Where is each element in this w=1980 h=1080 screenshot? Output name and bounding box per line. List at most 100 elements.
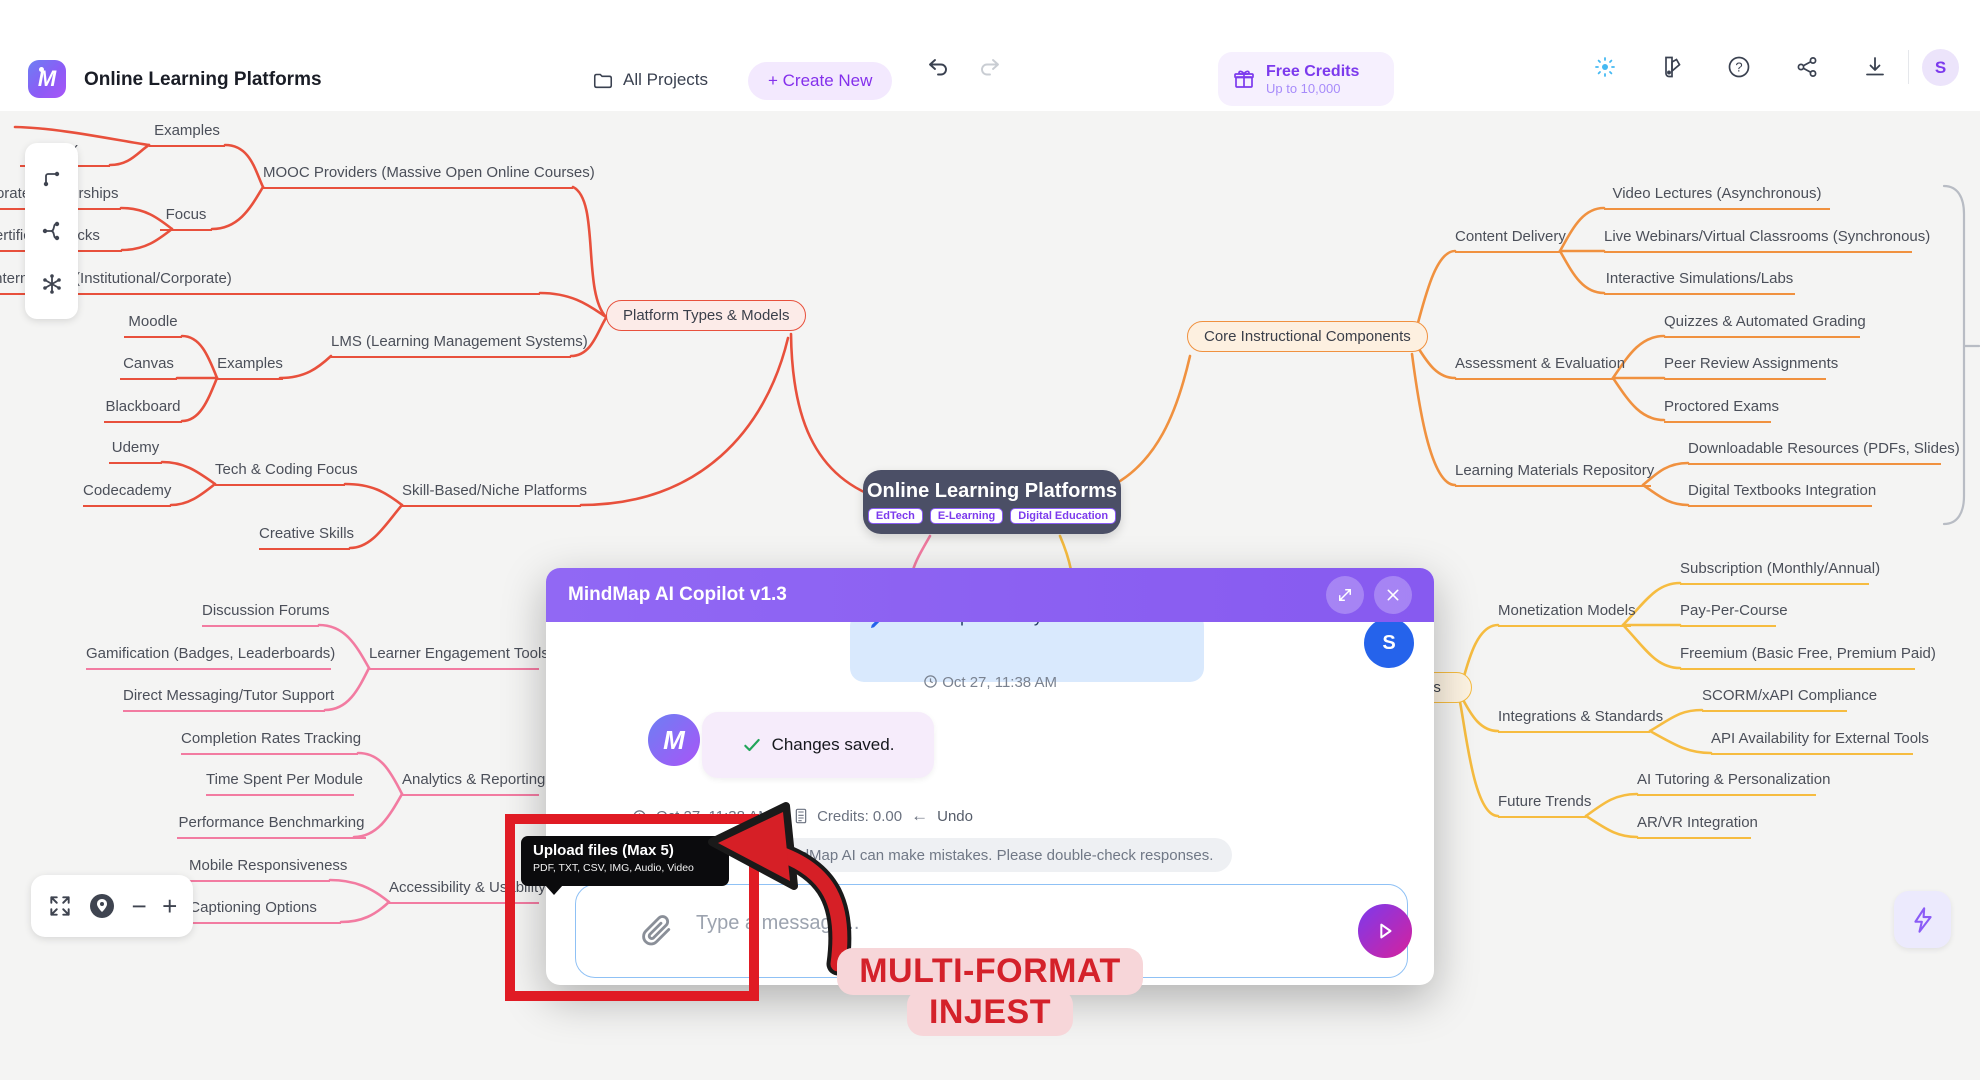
layout-tree-icon[interactable] [40,219,64,243]
node-codecademy[interactable]: Codecademy [83,481,171,507]
layout-right-icon[interactable] [40,166,64,190]
message-input-container [575,884,1412,978]
node-canvas[interactable]: Canvas [120,354,177,380]
zoom-out-button[interactable]: − [131,891,147,921]
close-button[interactable] [1374,576,1412,614]
center-node-title: Online Learning Platforms [866,480,1118,502]
node-ai-tutoring[interactable]: AI Tutoring & Personalization [1637,770,1830,796]
node-monetization[interactable]: Monetization Models [1498,601,1636,627]
node-mooc-providers[interactable]: MOOC Providers (Massive Open Online Cour… [263,163,595,189]
node-moodle[interactable]: Moodle [124,312,182,338]
node-direct-messaging[interactable]: Direct Messaging/Tutor Support [123,686,334,712]
node-pay-per-course[interactable]: Pay-Per-Course [1680,601,1788,627]
node-time-spent[interactable]: Time Spent Per Module [206,770,363,796]
message-input[interactable] [694,911,1258,936]
node-peer-review[interactable]: Peer Review Assignments [1664,354,1838,380]
node-api-availability[interactable]: API Availability for External Tools [1711,729,1929,755]
create-new-button[interactable]: + Create New [748,62,893,100]
node-engagement-tools[interactable]: Learner Engagement Tools [369,644,549,670]
node-internal-use[interactable]: Internal Use (Institutional/Corporate) [0,269,540,295]
quick-actions-button[interactable] [1894,891,1951,948]
app-logo-icon[interactable]: M [28,60,66,98]
tooltip-pointer [545,885,563,895]
disclaimer-bubble: MindMap AI can make mistakes. Please dou… [758,838,1232,872]
locate-center-icon[interactable] [88,892,116,920]
send-play-icon [1380,923,1392,939]
layout-radial-icon[interactable] [40,272,64,296]
node-skill-based[interactable]: Skill-Based/Niche Platforms [402,481,587,507]
node-creative-skills[interactable]: Creative Skills [259,524,354,550]
help-icon[interactable]: ? [1726,54,1752,80]
node-integrations[interactable]: Integrations & Standards [1498,707,1663,733]
center-node[interactable]: Online Learning Platforms EdTech E-Learn… [863,470,1121,534]
expand-button[interactable] [1326,576,1364,614]
palette-icon[interactable] [1658,54,1684,80]
redo-icon[interactable] [977,54,1003,80]
calculator-icon [795,808,807,824]
share-icon[interactable] [1794,54,1820,80]
node-video-lectures[interactable]: Video Lectures (Asynchronous) [1604,184,1830,210]
node-scorm[interactable]: SCORM/xAPI Compliance [1702,686,1877,712]
node-lms[interactable]: LMS (Learning Management Systems) [331,332,588,358]
node-quizzes[interactable]: Quizzes & Automated Grading [1664,312,1866,338]
gift-icon [1234,70,1254,88]
node-examples-lms[interactable]: Examples [217,354,283,380]
node-subscription[interactable]: Subscription (Monthly/Annual) [1680,559,1880,585]
undo-action[interactable]: Undo [937,807,973,825]
user-message-bubble: Mind map manually edited [850,612,1204,682]
ai-avatar: M [648,714,700,766]
node-arvr[interactable]: AR/VR Integration [1637,813,1758,839]
send-button[interactable] [1358,904,1412,958]
fit-screen-icon[interactable] [47,893,73,919]
node-downloadable[interactable]: Downloadable Resources (PDFs, Slides) [1688,439,1960,465]
node-assessment[interactable]: Assessment & Evaluation [1455,354,1625,380]
credits-title: Free Credits [1266,62,1360,80]
node-proctored-exams[interactable]: Proctored Exams [1664,397,1779,423]
node-performance[interactable]: Performance Benchmarking [177,813,366,839]
user-chat-avatar: S [1364,618,1414,668]
node-interactive-sims[interactable]: Interactive Simulations/Labs [1604,269,1795,295]
node-platform-types[interactable]: Platform Types & Models [606,300,807,331]
callout-line2: INJEST [906,988,1074,1036]
node-freemium[interactable]: Freemium (Basic Free, Premium Paid) [1680,644,1936,670]
credits-subtitle: Up to 10,000 [1266,80,1341,96]
meta-credits: Credits: 0.00 [817,807,903,825]
node-digital-textbooks[interactable]: Digital Textbooks Integration [1688,481,1876,507]
right-edge-bracket [1942,184,1980,526]
saved-message-bubble: Changes saved. [702,712,934,778]
free-credits-badge[interactable]: Free Credits Up to 10,000 [1218,52,1394,106]
header-divider [1908,50,1909,84]
zoom-in-button[interactable]: + [162,891,178,921]
theme-sparkle-icon[interactable] [1592,54,1618,80]
tag-edtech: EdTech [867,508,923,524]
node-future-trends[interactable]: Future Trends [1498,792,1591,818]
node-gamification[interactable]: Gamification (Badges, Leaderboards) [86,644,335,670]
node-blackboard[interactable]: Blackboard [104,397,182,423]
node-analytics[interactable]: Analytics & Reporting [402,770,545,796]
node-udemy[interactable]: Udemy [109,438,162,464]
all-projects-link[interactable]: All Projects [592,69,708,91]
node-examples-mooc[interactable]: Examples [149,121,225,147]
user-avatar[interactable]: S [1922,49,1959,86]
node-discussion-forums[interactable]: Discussion Forums [202,601,330,627]
upload-tooltip-formats: PDF, TXT, CSV, IMG, Audio, Video [533,862,694,874]
annotation-callout: MULTI-FORMAT INJEST [830,948,1150,1036]
node-completion-rates[interactable]: Completion Rates Tracking [181,729,361,755]
node-content-delivery[interactable]: Content Delivery [1455,227,1566,253]
download-icon[interactable] [1862,54,1888,80]
node-core-instructional[interactable]: Core Instructional Components [1187,321,1428,352]
tag-elearning: E-Learning [929,508,1004,524]
copilot-header: MindMap AI Copilot v1.3 [546,568,1434,622]
lightning-bolt-icon [1913,906,1932,933]
tag-digital-education: Digital Education [1010,508,1117,524]
node-focus[interactable]: Focus [160,205,212,231]
node-mobile[interactable]: Mobile Responsiveness [189,856,347,882]
app-header: M Online Learning Platforms All Projects… [0,0,1980,111]
undo-icon[interactable] [925,54,951,80]
node-live-webinars[interactable]: Live Webinars/Virtual Classrooms (Synchr… [1604,227,1930,253]
folder-icon [593,73,613,89]
attach-paperclip-icon[interactable] [638,913,674,949]
node-tech-focus[interactable]: Tech & Coding Focus [215,460,358,486]
node-materials-repo[interactable]: Learning Materials Repository [1455,461,1654,487]
